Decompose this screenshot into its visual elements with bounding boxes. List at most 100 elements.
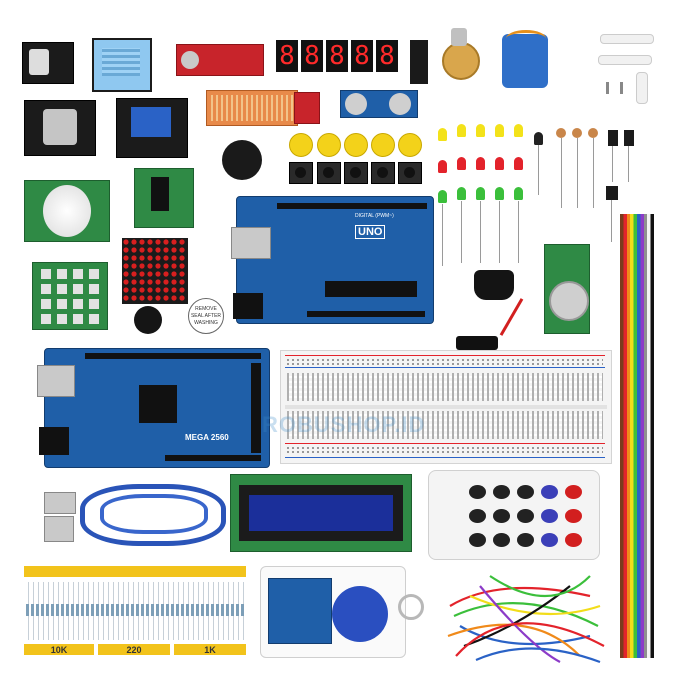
digital-label: DIGITAL (PWM~) bbox=[355, 213, 394, 219]
led-red bbox=[438, 160, 447, 173]
remote-button[interactable] bbox=[541, 509, 558, 523]
power-rail-red bbox=[285, 355, 605, 356]
rtc-module bbox=[544, 244, 590, 334]
led-yellow bbox=[457, 124, 466, 137]
yellow-button-cap bbox=[398, 133, 422, 157]
photoresistor-leg bbox=[577, 138, 578, 208]
hole-row bbox=[287, 363, 603, 365]
remote-button[interactable] bbox=[493, 509, 510, 523]
hole-grid bbox=[287, 411, 603, 439]
remote-button[interactable] bbox=[565, 533, 582, 547]
led-leg bbox=[538, 145, 539, 195]
remote-button[interactable] bbox=[517, 509, 534, 523]
power-rail-blue bbox=[285, 367, 605, 368]
breadboard bbox=[280, 350, 612, 464]
remote-button[interactable] bbox=[517, 533, 534, 547]
driver-chip bbox=[151, 177, 169, 211]
servo-wires bbox=[506, 30, 546, 47]
photoresistor bbox=[556, 128, 566, 138]
resistor-tape-bottom bbox=[24, 644, 94, 655]
remote-button[interactable] bbox=[517, 485, 534, 499]
photoresistor-leg bbox=[593, 138, 594, 208]
digit: 8 bbox=[301, 40, 323, 72]
lcd-module bbox=[230, 474, 412, 552]
transistor-leg bbox=[628, 146, 629, 182]
servo-horn bbox=[636, 72, 648, 104]
digit: 8 bbox=[376, 40, 398, 72]
led-green bbox=[495, 187, 504, 200]
led-yellow bbox=[438, 128, 447, 141]
led-leg bbox=[480, 201, 481, 263]
mega-label: MEGA 2560 bbox=[185, 433, 229, 442]
buzzer-sticker-text: REMOVE SEAL AFTER WASHING bbox=[190, 305, 222, 326]
yellow-button-cap bbox=[371, 133, 395, 157]
loose-jumper-wires bbox=[447, 575, 605, 664]
cable-coil bbox=[100, 494, 208, 534]
led-leg bbox=[499, 201, 500, 263]
led-green bbox=[457, 187, 466, 200]
remote-button[interactable] bbox=[493, 485, 510, 499]
digit: 8 bbox=[351, 40, 373, 72]
led-green bbox=[438, 190, 447, 203]
ic-chip bbox=[410, 40, 428, 84]
watermark: ROBUSHOP.ID bbox=[262, 412, 426, 437]
remote-button[interactable] bbox=[469, 485, 486, 499]
remote-button[interactable] bbox=[565, 509, 582, 523]
ir-receiver bbox=[606, 186, 618, 200]
joystick-module bbox=[24, 100, 96, 156]
resistor-tape-bottom bbox=[98, 644, 170, 655]
potentiometer bbox=[442, 42, 480, 80]
microphone-module bbox=[176, 44, 264, 76]
remote-button[interactable] bbox=[565, 485, 582, 499]
led-red bbox=[495, 157, 504, 170]
header-row bbox=[165, 455, 261, 461]
ir-remote bbox=[428, 470, 600, 560]
hole-grid bbox=[287, 373, 603, 401]
resistor-label-220: 220 bbox=[126, 645, 142, 655]
led-dot-matrix bbox=[122, 238, 188, 304]
water-level-sensor bbox=[206, 90, 298, 126]
joystick-cap bbox=[222, 140, 262, 180]
usb-b-plug bbox=[44, 516, 74, 542]
infrared-led bbox=[534, 132, 543, 145]
header-row bbox=[85, 353, 261, 359]
sound-sensor-module bbox=[22, 42, 74, 84]
microphone-capsule bbox=[181, 51, 199, 69]
tactile-switch bbox=[371, 162, 395, 184]
transistor-leg bbox=[612, 146, 613, 182]
usb-port bbox=[37, 365, 75, 397]
power-rail-blue bbox=[285, 457, 605, 458]
led-leg bbox=[518, 201, 519, 263]
transducer bbox=[389, 93, 411, 115]
usb-a-plug bbox=[44, 492, 76, 514]
transducer bbox=[345, 93, 367, 115]
hole-row bbox=[287, 451, 603, 453]
remote-button[interactable] bbox=[469, 509, 486, 523]
water-sensor-header bbox=[294, 92, 320, 124]
remote-button[interactable] bbox=[493, 533, 510, 547]
rfid-reader-module bbox=[268, 578, 332, 644]
buzzer bbox=[134, 306, 162, 334]
relay bbox=[131, 107, 171, 137]
led-yellow bbox=[476, 124, 485, 137]
led-yellow bbox=[514, 124, 523, 137]
power-jack bbox=[39, 427, 69, 455]
remote-button[interactable] bbox=[469, 533, 486, 547]
tactile-switch bbox=[398, 162, 422, 184]
digit: 8 bbox=[326, 40, 348, 72]
yellow-button-cap bbox=[289, 133, 313, 157]
jumper-ribbon-cable bbox=[620, 214, 654, 658]
stepper-driver-board bbox=[134, 168, 194, 228]
sensor-element bbox=[29, 49, 49, 75]
atmega-chip bbox=[325, 281, 417, 297]
remote-button[interactable] bbox=[541, 485, 558, 499]
remote-button[interactable] bbox=[541, 533, 558, 547]
power-jack bbox=[233, 293, 263, 319]
transistor bbox=[608, 130, 618, 146]
arduino-uno-board: UNO DIGITAL (PWM~) bbox=[231, 196, 434, 324]
led-red bbox=[476, 157, 485, 170]
matrix-dots bbox=[123, 239, 187, 303]
dc-plug bbox=[456, 336, 498, 350]
led-yellow bbox=[495, 124, 504, 137]
keyring bbox=[398, 594, 424, 620]
